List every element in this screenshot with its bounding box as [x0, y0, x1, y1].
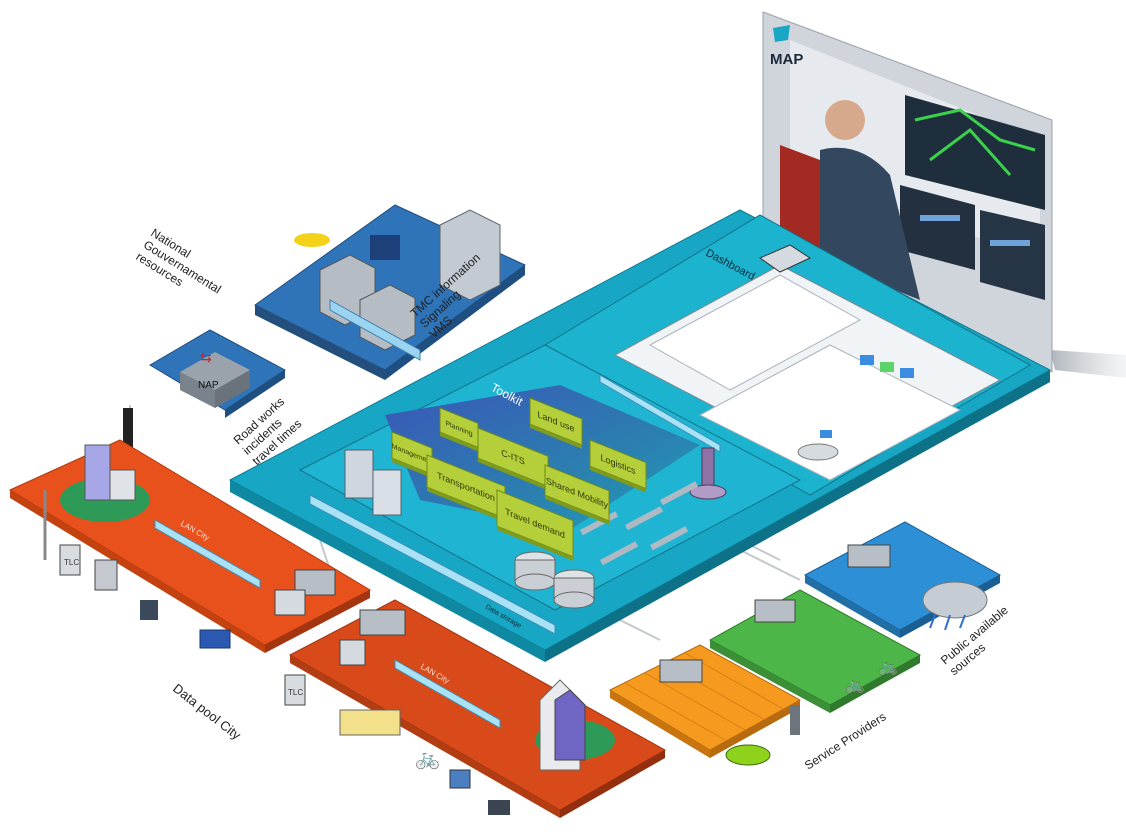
storage-cylinder-2 [553, 591, 595, 609]
bicycle-icon: 🚲 [415, 746, 440, 770]
delivery-icon [449, 769, 471, 789]
map-logo: MAP [770, 51, 803, 68]
toolkit-module-c-its: C-ITS [477, 427, 549, 491]
tlc-box-2 [284, 674, 306, 706]
camera-icon [488, 800, 510, 815]
bike-share-icon-2: 🚲 [878, 657, 898, 676]
charging-station-icon [790, 705, 800, 735]
service-server-2 [754, 599, 796, 623]
monitor-left [900, 185, 975, 270]
svg-text:⇆: ⇆ [200, 350, 212, 366]
service-providers-label: Service Providers [802, 710, 888, 773]
electric-car-icon [725, 744, 771, 766]
toolkit-module-management: Management [391, 431, 433, 479]
city-monitor-1 [274, 589, 306, 616]
bike-share-icon-1: 🚲 [845, 675, 865, 694]
storage-cylinder-1 [514, 573, 556, 591]
toolkit-module-land-use: Land use [529, 397, 583, 450]
city-bus-icon [339, 709, 401, 736]
toolkit-module-shared-mobility: Shared Mobility [544, 464, 610, 525]
tlc-label-1: TLC [64, 558, 79, 567]
toolkit-module-logistics: Logistics [589, 439, 647, 493]
sensor-1 [140, 600, 158, 620]
dashboard-camera-icon [758, 244, 812, 273]
national-resources-label: NationalGouvernamentalresources [134, 226, 231, 309]
service-server-1 [659, 659, 703, 683]
probe-car-icon [294, 233, 330, 247]
city-platform-2: 🚲 LAN City TLC [284, 599, 667, 818]
toolkit-building-2 [372, 469, 402, 516]
toolkit-building-1 [344, 449, 374, 499]
monitor-map [905, 95, 1045, 210]
nap-label: NAP [198, 380, 219, 391]
office-chair [780, 145, 820, 250]
data-pool-city-label: Data pool City [170, 681, 244, 743]
dashboard-db-icon [797, 443, 839, 461]
city-platform-1: LAN City TLC [8, 439, 372, 653]
public-sources-platform [803, 521, 1002, 638]
toolkit-tower [689, 484, 727, 500]
wall-shadow [1050, 350, 1126, 378]
nap-node: NAP ⇆ [149, 329, 286, 418]
vms-panel-1 [199, 629, 231, 649]
nap-uplink-pole [123, 408, 133, 478]
monitor-right [980, 210, 1045, 300]
national-bus-bar [329, 299, 421, 361]
tlc-label-2: TLC [288, 688, 303, 697]
tlc-box-1 [59, 544, 81, 576]
city-lan-bar-1 [154, 519, 261, 589]
operator-head [825, 100, 865, 140]
parking-meter-1 [94, 559, 118, 591]
office-building [439, 209, 501, 301]
service-wood-platform [608, 644, 802, 766]
operator-photo-wall: MAP [762, 11, 1053, 373]
toolkit-bus-bar [309, 494, 556, 635]
public-server [847, 544, 891, 568]
weather-cloud-icon [922, 581, 988, 619]
national-platform [254, 204, 526, 380]
city-lan-bar-2 [394, 659, 501, 729]
service-provider-platform: 🚲 🚲 [708, 589, 922, 713]
toolkit-module-planning: Planning [439, 407, 479, 452]
city-server-2 [359, 609, 406, 636]
ministry-logo [370, 235, 400, 260]
city-tower-1 [84, 444, 111, 501]
